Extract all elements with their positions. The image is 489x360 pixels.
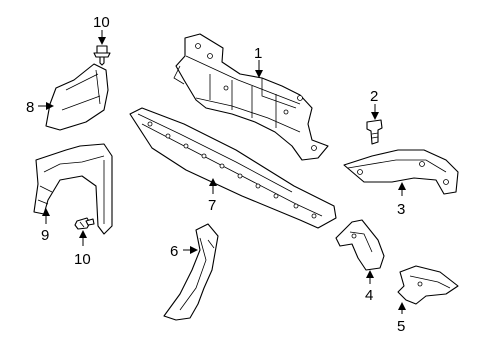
callout-6: 6 [170, 243, 178, 260]
leader-1 [255, 60, 263, 78]
callout-4: 4 [365, 287, 373, 304]
callout-1: 1 [254, 45, 262, 62]
part-1-radiator-support [173, 33, 329, 161]
callout-2: 2 [370, 88, 378, 105]
part-8-air-guide [45, 63, 109, 131]
part-10-clip-bottom [74, 217, 95, 230]
leader-3 [398, 182, 406, 196]
leader-10-top [98, 30, 106, 45]
callout-5: 5 [397, 318, 405, 335]
callout-10-top: 10 [93, 14, 110, 31]
leader-8 [38, 102, 54, 110]
callout-8: 8 [26, 99, 34, 116]
leader-7 [209, 178, 217, 194]
part-5-bracket [397, 265, 459, 305]
part-10-clip-top [93, 45, 111, 66]
leader-10-bottom [79, 230, 87, 246]
part-4-bracket [335, 219, 385, 271]
part-3-bracket [343, 149, 459, 195]
part-2-bolt [366, 119, 383, 145]
callout-3: 3 [397, 201, 405, 218]
callout-10-bottom: 10 [74, 251, 91, 268]
leader-9 [42, 208, 50, 224]
callout-9: 9 [41, 227, 49, 244]
part-7-lower-crossmember [129, 107, 337, 229]
leader-6 [183, 246, 198, 254]
leader-5 [398, 302, 406, 314]
leader-4 [366, 270, 374, 284]
callout-7: 7 [208, 197, 216, 214]
leader-2 [371, 104, 379, 120]
part-9-air-guide [33, 143, 113, 235]
part-6-side-member [163, 223, 219, 321]
